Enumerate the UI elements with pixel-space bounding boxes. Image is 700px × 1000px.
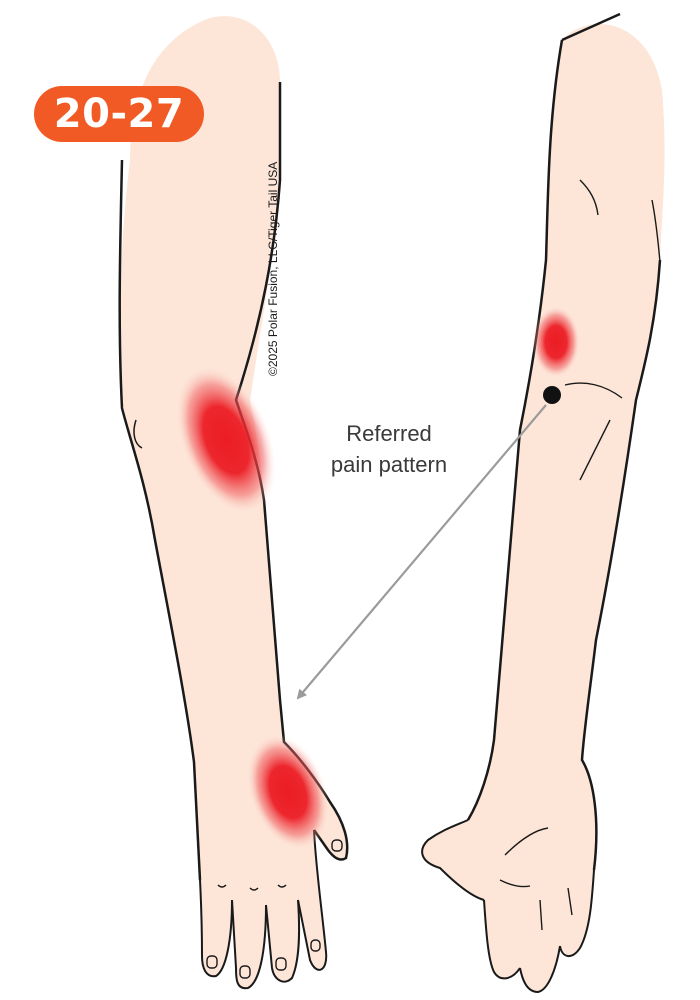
elbow-referred-pain-area [175,365,277,515]
copyright-notice: ©2025 Polar Fusion, LLC/Tiger Tail USA [266,161,280,376]
right-arm-body [422,24,665,993]
figure-number-badge: 20-27 [34,86,204,142]
wrist-referred-pain-area [246,734,330,850]
referral-arrow [296,404,547,700]
referred-pain-label: Referred pain pattern [304,418,474,480]
label-line-2: pain pattern [330,452,448,477]
trigger-area [532,306,580,378]
label-line-1: Referred [346,421,432,446]
trigger-point-dot [543,386,561,404]
right-arm [421,12,665,994]
